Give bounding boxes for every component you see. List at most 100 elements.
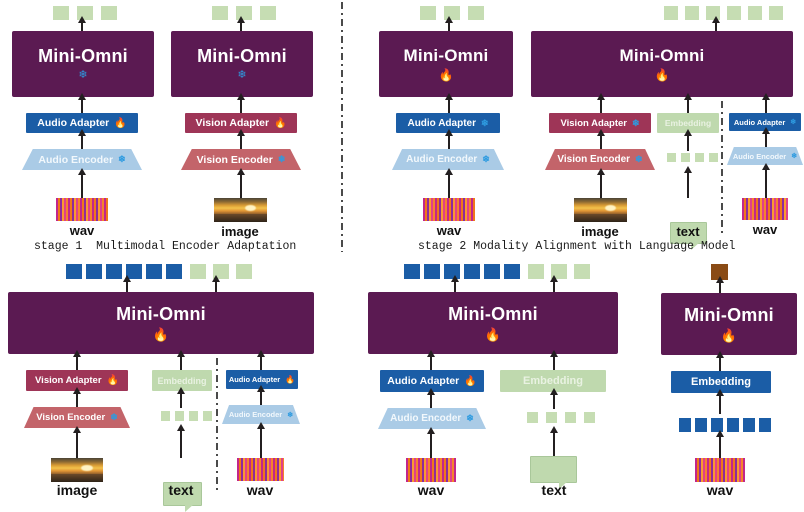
arrow-text-to-tokens — [180, 430, 182, 458]
image-thumbnail-icon — [51, 458, 103, 482]
caption-stage1: stage 1 Multimodal Encoder Adaptation — [34, 240, 297, 253]
embedding-block[interactable]: Embedding — [500, 370, 606, 392]
panel-stage2-vision-text-audio: Mini-Omni 🔥 Vision Adapter ❄ Vision Enco… — [0, 0, 803, 250]
input-label-text: text — [168, 482, 194, 498]
token-blue — [166, 264, 182, 279]
embedding-block[interactable]: Embedding — [152, 370, 212, 391]
audio-encoder-block[interactable]: Audio Encoder ❄ — [392, 149, 504, 170]
audio-adapter-label: Audio Adapter — [37, 117, 110, 129]
text-bubble-icon — [530, 456, 577, 489]
vision-adapter-label: Vision Adapter — [35, 375, 102, 386]
model-label: Mini-Omni — [38, 46, 128, 66]
audio-adapter-block[interactable]: Audio Adapter 🔥 — [380, 370, 484, 392]
output-tokens-p3 — [420, 6, 484, 20]
arrow-wav-to-tokens — [719, 436, 721, 458]
audio-encoder-label: Audio Encoder — [228, 410, 283, 419]
vision-adapter-block[interactable]: Vision Adapter ❄ — [549, 113, 651, 133]
output-tokens-p1 — [53, 6, 117, 20]
input-tokens-p7 — [679, 418, 771, 432]
arrow-text-tokens-to-embedding — [180, 393, 182, 408]
stage-divider-vertical — [341, 2, 343, 252]
token-green — [203, 411, 212, 421]
model-block-mini-omni[interactable]: Mini-Omni 🔥 — [8, 292, 314, 354]
snowflake-icon: ❄ — [631, 117, 640, 128]
model-block-mini-omni[interactable]: Mini-Omni 🔥 — [531, 31, 793, 97]
audio-adapter-block[interactable]: Audio Adapter 🔥 — [226, 370, 298, 389]
arrow-input-to-encoder — [240, 174, 242, 198]
input-label-image: image — [221, 224, 259, 239]
arrow-image-to-encoder — [76, 432, 78, 458]
arrow-embedding-to-model — [553, 356, 555, 370]
side-audio-encoder-label: Audio Encoder — [732, 151, 787, 161]
snowflake-icon: ❄ — [466, 413, 474, 423]
arrow-side-adapter-to-model — [765, 99, 767, 113]
token-blue — [424, 264, 440, 279]
audio-encoder-block[interactable]: Audio Encoder ❄ — [222, 405, 300, 424]
arrow-adapter-to-model — [448, 99, 450, 113]
token-blue — [504, 264, 520, 279]
input-label-wav: wav — [417, 482, 445, 498]
audio-encoder-label: Audio Encoder — [406, 154, 478, 165]
audio-encoder-block[interactable]: Audio Encoder ❄ — [378, 408, 486, 429]
embedding-label: Embedding — [523, 375, 583, 387]
embedding-block[interactable]: Embedding — [657, 113, 719, 133]
side-input-label-wav: wav — [752, 222, 778, 237]
arrow-audio-adapter-to-model — [430, 356, 432, 370]
arrow-model-to-output — [715, 22, 717, 34]
model-block-mini-omni[interactable]: Mini-Omni ❄ — [12, 31, 154, 97]
snowflake-icon: ❄ — [790, 119, 797, 126]
text-tokens-p5 — [161, 411, 212, 421]
token-green — [260, 6, 276, 20]
embedding-label: Embedding — [691, 376, 751, 388]
arrow-model-to-blue-tokens — [126, 281, 128, 292]
fire-icon: 🔥 — [654, 68, 670, 82]
snowflake-icon: ❄ — [118, 154, 126, 164]
snowflake-icon: ❄ — [482, 154, 490, 164]
token-green — [748, 6, 762, 20]
vision-encoder-block[interactable]: Vision Encoder ❄ — [24, 407, 130, 428]
panel-divider-audio — [721, 101, 723, 235]
model-label: Mini-Omni — [403, 46, 489, 65]
audio-adapter-label: Audio Adapter — [407, 117, 476, 129]
vision-encoder-label: Vision Encoder — [36, 412, 106, 423]
vision-adapter-label: Vision Adapter — [195, 117, 270, 129]
token-blue — [106, 264, 122, 279]
audio-adapter-block[interactable]: Audio Adapter ❄ — [396, 113, 500, 133]
token-green — [565, 412, 576, 423]
token-green — [175, 411, 184, 421]
token-green — [681, 153, 690, 162]
token-green — [190, 264, 206, 279]
snowflake-icon: ❄ — [110, 412, 118, 422]
token-green — [161, 411, 170, 421]
snowflake-icon: ❄ — [287, 411, 294, 419]
output-tokens-p4 — [664, 6, 783, 20]
vision-adapter-block[interactable]: Vision Adapter 🔥 — [26, 370, 128, 391]
wav-spectrogram-icon — [742, 198, 788, 220]
model-block-mini-omni[interactable]: Mini-Omni 🔥 — [661, 293, 797, 355]
embedding-block[interactable]: Embedding — [671, 371, 771, 393]
vision-adapter-block[interactable]: Vision Adapter 🔥 — [185, 113, 297, 133]
token-green — [667, 153, 676, 162]
side-audio-adapter-block[interactable]: Audio Adapter ❄ — [729, 113, 801, 131]
wav-spectrogram-icon — [56, 198, 108, 221]
input-label-image: image — [56, 482, 98, 498]
model-block-mini-omni[interactable]: Mini-Omni ❄ — [171, 31, 313, 97]
audio-encoder-block[interactable]: Audio Encoder ❄ — [22, 149, 142, 170]
image-thumbnail-icon — [574, 198, 627, 222]
token-green — [468, 6, 484, 20]
embedding-label: Embedding — [157, 375, 207, 386]
token-green — [685, 6, 699, 20]
vision-encoder-block[interactable]: Vision Encoder ❄ — [545, 149, 655, 170]
model-block-mini-omni[interactable]: Mini-Omni 🔥 — [368, 292, 618, 354]
vision-encoder-block[interactable]: Vision Encoder ❄ — [181, 149, 301, 170]
audio-adapter-block[interactable]: Audio Adapter 🔥 — [26, 113, 138, 133]
token-green — [664, 6, 678, 20]
arrow-text-tokens-to-embedding — [687, 135, 689, 151]
token-blue — [695, 418, 707, 432]
token-green — [546, 412, 557, 423]
token-blue — [86, 264, 102, 279]
side-audio-encoder-block[interactable]: Audio Encoder ❄ — [727, 147, 803, 165]
panel-stage1-vision: Mini-Omni ❄ Vision Adapter 🔥 Vision Enco… — [0, 0, 313, 239]
model-block-mini-omni[interactable]: Mini-Omni 🔥 — [379, 31, 513, 97]
arrow-encoder-to-adapter — [240, 135, 242, 149]
